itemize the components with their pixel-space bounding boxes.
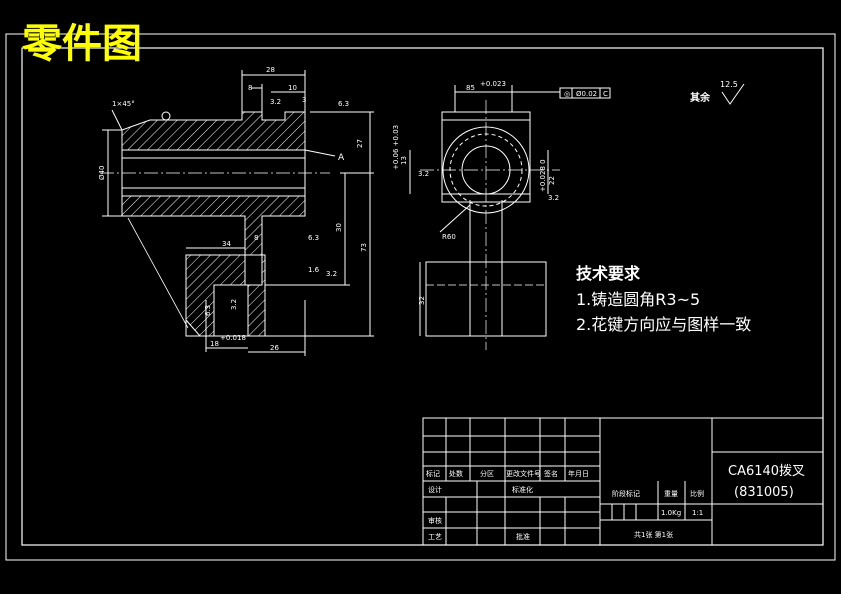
roughness-1: 6.3 (338, 100, 349, 108)
geo-tol-value: Ø0.02 (576, 90, 597, 98)
dim-34: 34 (222, 240, 231, 248)
weight-value: 1.0Kg (661, 509, 681, 517)
dim-dia40: Ø40 (98, 166, 106, 180)
hdr-mark: 标记 (426, 469, 440, 478)
title-block-text: 标记 处数 分区 更改文件号 签名 年月日 设计 标准化 审核 工艺 批准 阶段… (426, 464, 805, 541)
geo-tol-symbol: ◎ (564, 90, 570, 98)
dim-27: 27 (356, 139, 364, 148)
tol-0018: +0.018 (220, 334, 246, 342)
row-design: 设计 (428, 485, 442, 494)
dim-28: 28 (266, 66, 275, 74)
tech-heading: 技术要求 (576, 264, 641, 283)
row-approve: 批准 (516, 532, 530, 541)
tech-item-1: 1.铸造圆角R3~5 (576, 290, 700, 309)
front-upper-wall (121, 111, 306, 151)
front-fork-right (247, 254, 266, 337)
hdr-count: 处数 (449, 469, 463, 478)
roughness-7: 3.2 (230, 299, 238, 310)
dim-30: 30 (335, 223, 343, 232)
roughness-symbol-icon (721, 83, 745, 105)
dim-8: 8 (248, 84, 252, 92)
title-block (422, 417, 824, 546)
sheet-count: 共1张 第1张 (634, 530, 673, 539)
side-roughness-2: 3.2 (548, 194, 559, 202)
dim-85: 85 (466, 84, 475, 92)
side-view-text: 85 +0.023 13 +0.06 +0.03 22 +0.028 0 32 … (392, 80, 608, 305)
row-check: 审核 (428, 516, 442, 525)
roughness-4: 1.6 (308, 266, 320, 274)
dim-8b: 8 (254, 234, 258, 242)
weight-label: 重量 (664, 490, 678, 498)
scale-value: 1:1 (692, 509, 703, 517)
stage-label: 阶段标记 (612, 489, 640, 498)
hdr-change-doc: 更改文件号 (506, 469, 541, 478)
front-lower-wall (121, 195, 306, 256)
chamfer-label: 1×45° (112, 100, 135, 108)
dim-10: 10 (288, 84, 297, 92)
part-name: CA6140拨叉 (728, 464, 805, 479)
tol-22: +0.028 0 (539, 159, 547, 192)
leader-a-label: A (338, 153, 345, 163)
dim-32: 32 (418, 296, 426, 305)
hdr-sign: 签名 (544, 469, 558, 478)
row-standard: 标准化 (512, 485, 533, 494)
roughness-2: 3.2 (270, 98, 281, 106)
roughness-5: 3.2 (326, 270, 337, 278)
side-view (409, 85, 611, 350)
surface-finish-value: 12.5 (720, 80, 738, 89)
tol-13: +0.06 +0.03 (392, 125, 400, 170)
sheet-title: 零件图 (22, 21, 142, 67)
dim-26: 26 (270, 344, 279, 352)
roughness-3: 6.3 (308, 234, 319, 242)
front-view-text: 28 8 10 3 27 30 73 34 26 18 Ø40 +0.018 8… (98, 66, 368, 352)
scale-label: 比例 (690, 489, 704, 498)
tech-item-2: 2.花键方向应与图样一致 (576, 315, 751, 334)
front-view (100, 70, 374, 356)
front-fork-left (185, 254, 246, 337)
roughness-6: 6.3 (204, 305, 212, 316)
dim-18: 18 (210, 340, 219, 348)
dim-22: 22 (548, 176, 556, 185)
tol-85: +0.023 (480, 80, 506, 88)
dim-73: 73 (360, 243, 368, 252)
side-roughness-1: 3.2 (418, 170, 429, 178)
part-code: (831005) (734, 485, 794, 500)
dim-r60: R60 (442, 233, 456, 241)
hdr-date: 年月日 (568, 469, 589, 478)
dim-3: 3 (302, 96, 306, 104)
dim-13: 13 (400, 156, 408, 165)
outer-border (5, 33, 836, 561)
surface-finish-label: 其余 (690, 91, 711, 104)
geo-tol-datum: C (603, 90, 608, 98)
row-process: 工艺 (428, 533, 442, 541)
hdr-zone: 分区 (480, 469, 494, 478)
